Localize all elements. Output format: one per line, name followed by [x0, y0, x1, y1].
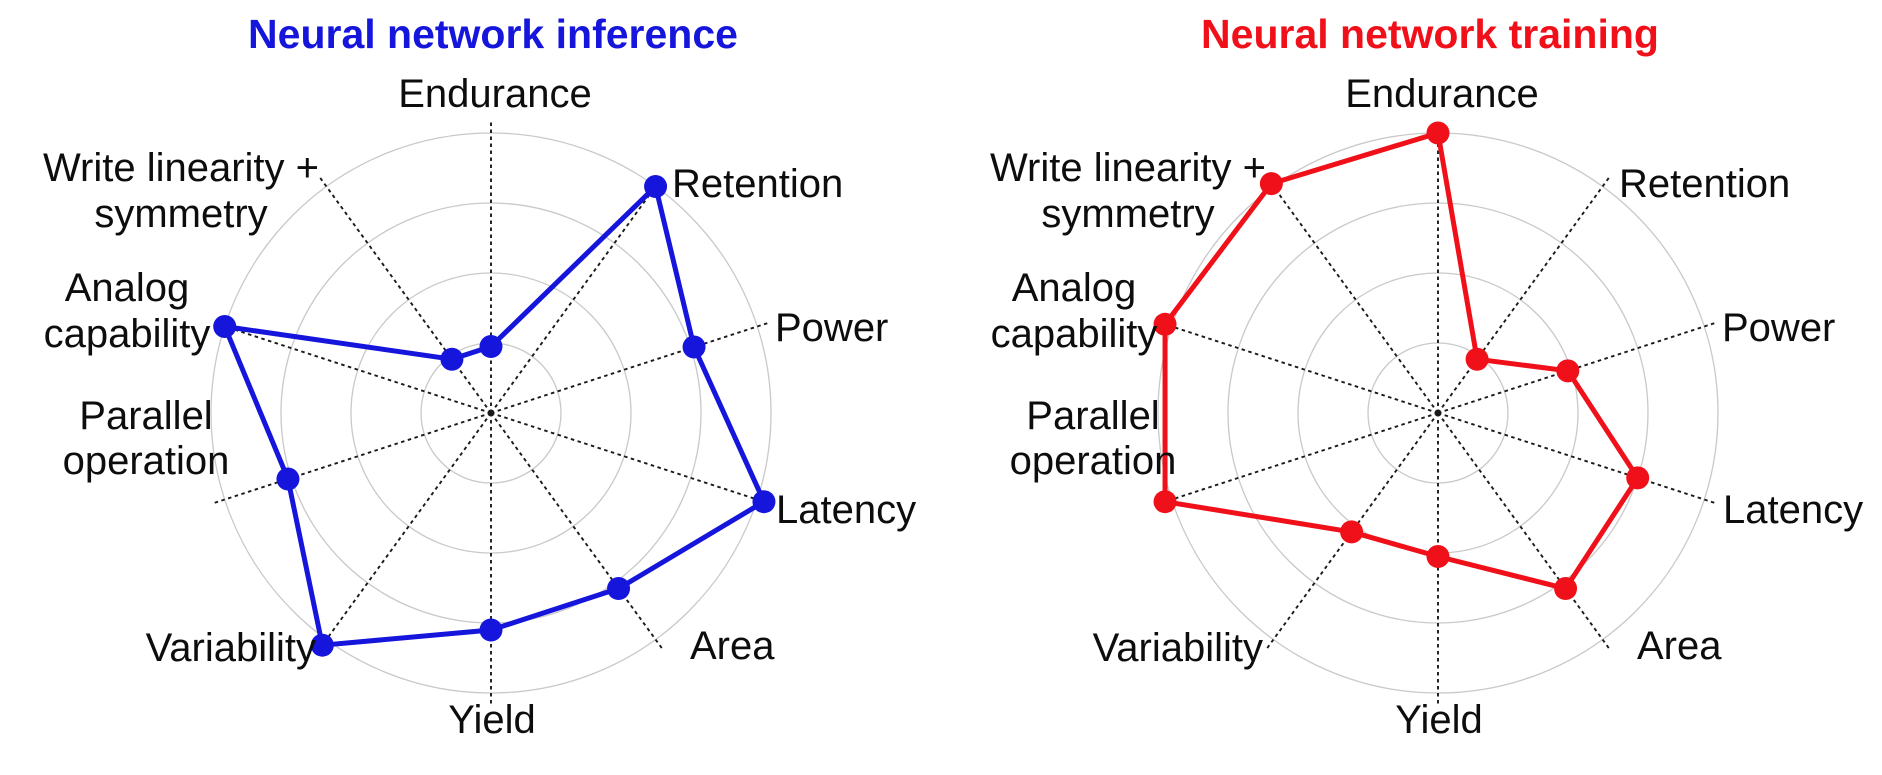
axis-label-write-linearity-symmetry-line1: Write linearity + — [990, 146, 1266, 190]
chart-title-training: Neural network training — [1201, 11, 1659, 57]
data-point-write-linearity-symmetry-neural-network-inference — [440, 347, 464, 371]
axis-label-latency: Latency — [776, 488, 916, 532]
axis-label-area: Area — [1637, 624, 1722, 668]
axis-label-parallel-operation-line1: Parallel — [79, 394, 212, 438]
data-point-area-neural-network-training — [1554, 577, 1578, 601]
axis-line-area — [1437, 412, 1611, 651]
axis-label-parallel-operation-line1: Parallel — [1026, 394, 1159, 438]
data-point-yield-neural-network-training — [1426, 545, 1450, 568]
axis-line-area — [490, 412, 664, 651]
data-point-endurance-neural-network-training — [1426, 121, 1450, 145]
axis-label-power: Power — [1722, 306, 1835, 350]
data-point-area-neural-network-inference — [607, 577, 631, 601]
axis-label-retention: Retention — [672, 162, 843, 206]
axis-label-latency: Latency — [1723, 488, 1863, 532]
data-point-analog-capability-neural-network-inference — [213, 314, 237, 338]
axis-line-retention — [490, 175, 664, 414]
axis-label-parallel-operation-line2: operation — [1010, 439, 1177, 483]
axis-label-parallel-operation-line2: operation — [63, 439, 230, 483]
axis-line-variability — [318, 412, 492, 651]
series-polygon-neural-network-inference — [222, 183, 767, 648]
chart-title-inference: Neural network inference — [248, 11, 738, 57]
data-point-latency-neural-network-training — [1626, 466, 1650, 490]
axis-label-yield: Yield — [448, 698, 535, 742]
axis-label-variability: Variability — [1093, 626, 1263, 670]
data-point-variability-neural-network-inference — [310, 633, 334, 657]
data-point-retention-neural-network-training — [1465, 347, 1489, 371]
data-point-parallel-operation-neural-network-inference — [276, 467, 300, 491]
data-point-power-neural-network-inference — [682, 335, 706, 359]
axis-label-write-linearity-symmetry-line1: Write linearity + — [43, 146, 319, 190]
axis-label-retention: Retention — [1619, 162, 1790, 206]
axis-label-variability: Variability — [146, 626, 316, 670]
axis-label-analog-capability-line1: Analog — [1012, 266, 1137, 310]
data-point-retention-neural-network-inference — [644, 174, 668, 198]
axis-line-write-linearity-symmetry — [318, 175, 492, 414]
axis-label-write-linearity-symmetry-line2: symmetry — [1041, 192, 1214, 236]
axis-label-analog-capability-line2: capability — [991, 312, 1158, 356]
data-point-write-linearity-symmetry-neural-network-training — [1259, 172, 1283, 196]
axis-label-endurance: Endurance — [1345, 72, 1538, 116]
axis-line-write-linearity-symmetry — [1265, 175, 1439, 414]
axis-label-analog-capability-line1: Analog — [65, 266, 190, 310]
data-point-endurance-neural-network-inference — [479, 335, 503, 358]
axis-label-write-linearity-symmetry-line2: symmetry — [94, 192, 267, 236]
axis-label-analog-capability-line2: capability — [44, 312, 211, 356]
data-point-parallel-operation-neural-network-training — [1153, 490, 1177, 514]
axis-label-endurance: Endurance — [398, 72, 591, 116]
data-point-yield-neural-network-inference — [479, 618, 503, 642]
data-point-analog-capability-neural-network-training — [1153, 312, 1177, 336]
data-point-power-neural-network-training — [1556, 359, 1580, 383]
axis-label-power: Power — [775, 306, 888, 350]
data-point-variability-neural-network-training — [1340, 520, 1364, 544]
axis-label-yield: Yield — [1395, 698, 1482, 742]
axis-label-area: Area — [690, 624, 775, 668]
data-point-latency-neural-network-inference — [752, 490, 776, 514]
